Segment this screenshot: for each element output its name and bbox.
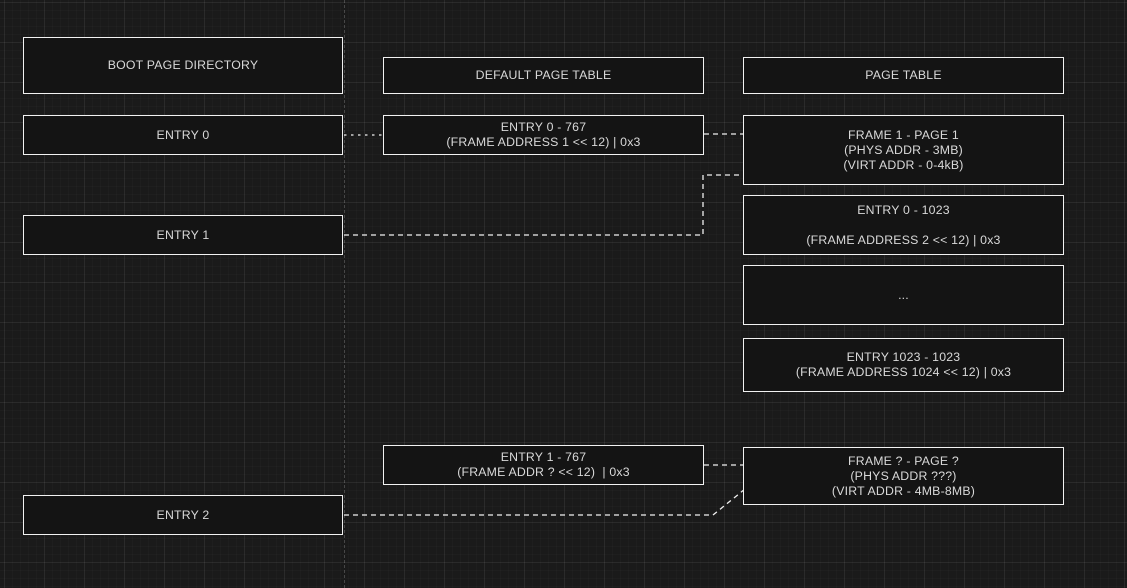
node-frame-q-page-q[interactable]: FRAME ? - PAGE ? (PHYS ADDR ???) (VIRT A…: [743, 447, 1064, 505]
node-pt-entry-0-1023[interactable]: ENTRY 0 - 1023 (FRAME ADDRESS 2 << 12) |…: [743, 195, 1064, 255]
node-line: ENTRY 0 - 1023: [857, 202, 950, 217]
node-line: FRAME ? - PAGE ?: [848, 453, 959, 468]
connector-entry1-to-frame1: [344, 174, 743, 236]
node-line: ENTRY 0 - 767: [500, 120, 587, 134]
node-line: FRAME 1 - PAGE 1: [848, 127, 959, 142]
node-line: (PHYS ADDR - 3MB): [844, 142, 963, 157]
node-line: ENTRY 0: [156, 127, 210, 142]
node-entry-0[interactable]: ENTRY 0: [23, 115, 343, 155]
node-default-page-table[interactable]: DEFAULT PAGE TABLE: [383, 57, 704, 94]
node-line: (PHYS ADDR ???): [850, 468, 957, 483]
connector-entry2-to-frameq: [344, 488, 746, 516]
node-line: (VIRT ADDR - 0-4kB): [843, 157, 964, 172]
node-line: DEFAULT PAGE TABLE: [475, 68, 612, 82]
node-line-blank: [902, 218, 906, 233]
node-line: (FRAME ADDR ? << 12) | 0x3: [457, 465, 630, 479]
node-default-entry-1-767[interactable]: ENTRY 1 - 767 (FRAME ADDR ? << 12) | 0x3: [383, 445, 704, 485]
node-entry-2[interactable]: ENTRY 2: [23, 495, 343, 535]
node-default-entry-0-767[interactable]: ENTRY 0 - 767 (FRAME ADDRESS 1 << 12) | …: [383, 115, 704, 155]
node-boot-page-directory[interactable]: BOOT PAGE DIRECTORY: [23, 37, 343, 94]
node-frame-1-page-1[interactable]: FRAME 1 - PAGE 1 (PHYS ADDR - 3MB) (VIRT…: [743, 115, 1064, 185]
node-entry-1[interactable]: ENTRY 1: [23, 215, 343, 255]
node-pt-ellipsis[interactable]: ...: [743, 265, 1064, 325]
node-line: ENTRY 1023 - 1023: [846, 350, 961, 364]
node-line: ENTRY 1 - 767: [500, 450, 587, 464]
node-line: ENTRY 1: [156, 227, 210, 242]
node-line: ENTRY 2: [156, 507, 210, 522]
node-line: (FRAME ADDRESS 1024 << 12) | 0x3: [795, 365, 1012, 379]
node-pt-entry-1023-1023[interactable]: ENTRY 1023 - 1023 (FRAME ADDRESS 1024 <<…: [743, 338, 1064, 392]
node-line: PAGE TABLE: [865, 68, 942, 82]
node-line: BOOT PAGE DIRECTORY: [107, 58, 259, 72]
node-line: (FRAME ADDRESS 2 << 12) | 0x3: [806, 232, 1001, 247]
node-line: (FRAME ADDRESS 1 << 12) | 0x3: [446, 135, 641, 149]
node-line: ...: [898, 287, 909, 302]
node-line: (VIRT ADDR - 4MB-8MB): [831, 483, 976, 498]
node-page-table[interactable]: PAGE TABLE: [743, 57, 1064, 94]
vertical-guide-line: [344, 0, 345, 588]
